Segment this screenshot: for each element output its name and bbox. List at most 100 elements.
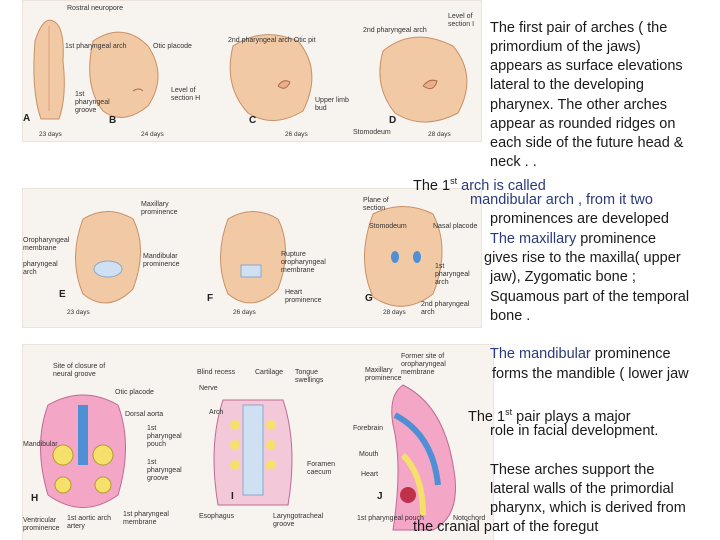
text-p1-line2: primordium of the jaws) — [490, 39, 641, 55]
label-first-membrane: 1st pharyngeal membrane — [123, 511, 169, 526]
label-first-pouch-j: 1st pharyngeal pouch — [357, 515, 424, 522]
letter-d: D — [389, 115, 397, 126]
label-first-arch-mid: 1st pharyngeal arch — [435, 263, 470, 286]
text-p1-line5: pharynex. The other arches — [490, 97, 668, 113]
label-heart-j: Heart — [361, 471, 379, 478]
label-otic-placode-h: Otic placode — [115, 389, 154, 396]
text-p4-maxillary: The maxillary — [490, 231, 577, 247]
figure-panel-middle: Maxillary prominence Mandibular prominen… — [22, 188, 482, 328]
label-heart: Heart prominence — [285, 289, 322, 304]
text-p10-line4: the cranial part of the foregut — [413, 519, 599, 535]
letter-g: G — [365, 293, 373, 304]
text-p2-post: arch is called — [457, 177, 546, 194]
label-maxillary: Maxillary prominence — [141, 201, 178, 216]
text-p5-line2: jaw), Zygomatic bone ; — [490, 269, 636, 285]
label-arch: Arch — [209, 409, 224, 416]
label-maxillary-j: Maxillary prominence — [365, 367, 402, 382]
label-pharyngeal-arch: pharyngeal arch — [23, 261, 58, 276]
label-first-pouch: 1st pharyngeal pouch — [147, 425, 182, 448]
text-p1-line4: lateral to the developing — [490, 77, 644, 93]
letter-a: A — [23, 113, 31, 124]
text-p1-line1: The first pair of arches ( the — [490, 20, 668, 36]
label-mandibular-h: Mandibular — [23, 441, 58, 448]
embryo-illustrations-top — [33, 19, 468, 123]
label-nerve: Nerve — [199, 385, 218, 392]
label-level-section-i: Level of section I — [448, 13, 475, 28]
label-mouth: Mouth — [359, 451, 379, 458]
label-notochord: Notochord — [453, 515, 486, 522]
text-p10-line1: These arches support the — [490, 462, 655, 478]
embryo-illustrations-bottom — [40, 384, 456, 531]
text-p3-line1: mandibular arch , from it two — [470, 192, 653, 208]
label-groove: 1st pharyngeal groove — [75, 91, 110, 114]
text-p1-line8: neck . . — [490, 154, 537, 170]
label-rostral-neuropore: Rostral neuropore — [67, 5, 124, 12]
figure-panel-top: Rostral neuropore 1st pharyngeal arch Ot… — [22, 0, 482, 142]
label-mandibular: Mandibular prominence — [143, 253, 180, 268]
text-p2: The 1st arch is called — [413, 172, 546, 196]
label-rupture: Rupture oropharyngeal membrane — [281, 251, 326, 274]
letter-c: C — [249, 115, 257, 126]
label-cartilage: Cartilage — [255, 369, 284, 376]
days-f: 26 days — [233, 309, 256, 316]
label-oropharyngeal: Oropharyngeal membrane — [23, 237, 70, 252]
label-otic-placode: Otic placode — [153, 43, 192, 50]
label-foramen: Foramen caecum — [307, 461, 336, 476]
label-stomodeum-mid: Stomodeum — [369, 223, 407, 230]
text-p8-post: pair plays a major — [512, 408, 631, 425]
label-second-arch-d: 2nd pharyngeal arch — [363, 27, 427, 34]
text-p7: forms the mandible ( lower jaw — [492, 366, 689, 382]
label-laryngotracheal: Laryngotracheal groove — [273, 513, 324, 528]
text-p6-mandibular: The mandibular — [490, 346, 591, 362]
label-first-aortic: 1st aortic arch artery — [67, 515, 111, 530]
text-p10-line3: pharynx, which is derived from — [490, 500, 686, 516]
label-upper-limb: Upper limb bud — [315, 97, 349, 112]
label-tongue: Tongue swellings — [295, 369, 324, 384]
days-c: 26 days — [285, 131, 308, 138]
label-forebrain: Forebrain — [353, 425, 383, 432]
text-p9: role in facial development. — [490, 423, 659, 439]
label-nasal-placode: Nasal placode — [433, 223, 478, 230]
text-p2-pre: The 1 — [413, 177, 451, 194]
days-g: 28 days — [383, 309, 406, 316]
label-plane-section: Plane of section — [363, 197, 389, 212]
label-blind-recess: Blind recess — [197, 369, 236, 376]
text-p1-line7: each side of the future head & — [490, 135, 684, 151]
label-first-groove: 1st pharyngeal groove — [147, 459, 182, 482]
letter-b: B — [109, 115, 117, 126]
days-e: 23 days — [67, 309, 90, 316]
label-second-arch-mid: 2nd pharyngeal arch — [421, 301, 470, 316]
text-p8-sup: st — [505, 407, 513, 417]
label-second-arch-otic-pit: 2nd pharyngeal arch Otic pit — [228, 37, 316, 44]
text-p4-prominence: prominence — [576, 231, 657, 247]
embryo-illustrations-middle — [75, 206, 443, 307]
text-p6-prominence: prominence — [590, 346, 671, 362]
label-former-site: Former site of oropharyngeal membrane — [401, 353, 446, 376]
letter-e: E — [59, 289, 66, 300]
text-p3-line2: prominences are developed — [490, 211, 669, 227]
letter-f: F — [207, 293, 214, 304]
letter-j: J — [377, 491, 383, 502]
text-p8: The 1st pair plays a major — [468, 403, 631, 427]
text-p8-pre: The 1 — [468, 408, 506, 425]
days-a: 23 days — [39, 131, 62, 138]
text-p2-sup: st — [450, 176, 458, 186]
label-level-section-h: Level of section H — [171, 87, 201, 102]
label-esophagus: Esophagus — [199, 513, 235, 520]
text-p5-line3: Squamous part of the temporal — [490, 289, 690, 305]
label-site-closure: Site of closure of neural groove — [53, 363, 106, 378]
label-stomodeum-top: Stomodeum — [353, 129, 391, 136]
text-p5-line1: gives rise to the maxilla( upper — [484, 250, 681, 266]
days-d: 28 days — [428, 131, 451, 138]
figure-panel-bottom: Site of closure of neural groove Otic pl… — [22, 344, 494, 540]
text-p5-line4: bone . — [490, 308, 531, 324]
letter-i: I — [231, 491, 234, 502]
days-b: 24 days — [141, 131, 164, 138]
text-p1-line3: appears as surface elevations — [490, 58, 683, 74]
label-first-arch: 1st pharyngeal arch — [65, 43, 127, 50]
letter-h: H — [31, 493, 39, 504]
text-p1-line6: appear as rounded ridges on — [490, 116, 676, 132]
text-p10-line2: lateral walls of the primordial — [490, 481, 674, 497]
label-ventricular: Ventricular prominence — [23, 517, 60, 532]
